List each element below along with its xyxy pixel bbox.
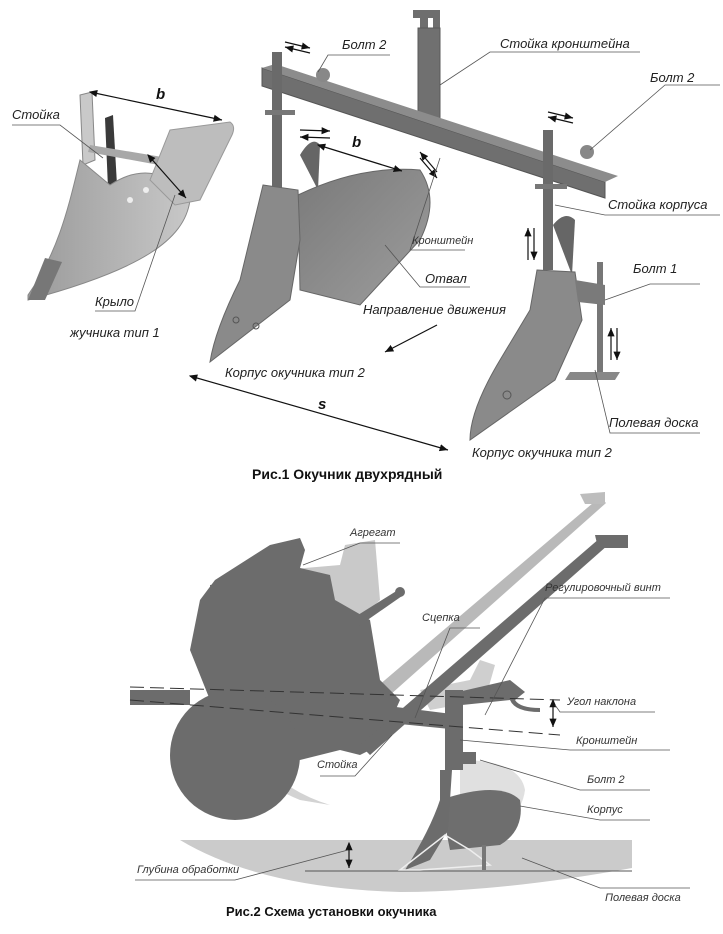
figure-2-caption: Рис.2 Схема установки окучника xyxy=(226,904,437,919)
label-korpus-2: Корпус xyxy=(587,804,623,816)
figure-1-caption: Рис.1 Окучник двухрядный xyxy=(252,466,443,482)
label-otval: Отвал xyxy=(425,271,467,286)
label-stoyka: Стойка xyxy=(12,107,60,122)
two-row-hiller-illustration xyxy=(209,10,620,441)
label-kronshtein: Кронштейн xyxy=(412,235,474,247)
label-scepka: Сцепка xyxy=(422,612,460,624)
dimension-b-inset-arrow xyxy=(88,89,223,122)
label-agregat: Агрегат xyxy=(350,527,396,539)
label-bolt1: Болт 1 xyxy=(633,261,678,276)
label-bolt2-left: Болт 2 xyxy=(342,37,387,52)
label-bolt2-right: Болт 2 xyxy=(650,70,695,85)
label-polevaya-doska-2: Полевая доска xyxy=(605,892,681,904)
label-stoyka-kronshteina: Стойка кронштейна xyxy=(500,36,630,51)
inset-caption: жучника тип 1 xyxy=(70,325,160,340)
label-kronshtein-2: Кронштейн xyxy=(576,735,638,747)
horizontal-axis-line xyxy=(129,686,561,701)
hiller-type1-illustration xyxy=(27,91,235,301)
label-stoyka-2: Стойка xyxy=(317,759,358,771)
label-direction: Направление движения xyxy=(363,302,506,317)
label-ugol-naklona: Угол наклона xyxy=(567,696,637,708)
label-glubina: Глубина обработки xyxy=(137,864,240,876)
leader-stoyka xyxy=(12,124,104,159)
label-dimension-b-frame: b xyxy=(352,134,362,151)
figure-1-leaders xyxy=(317,51,720,434)
leader-krylo xyxy=(95,194,176,312)
tilt-axis-line xyxy=(129,699,561,736)
figure-2-drawing xyxy=(130,492,632,892)
dimension-b-frame-arrow xyxy=(316,143,403,172)
figure-2-leaders xyxy=(135,542,690,889)
label-korpus-left: Корпус окучника тип 2 xyxy=(225,365,365,380)
label-korpus-right: Корпус окучника тип 2 xyxy=(472,445,612,460)
dimension-s-arrow xyxy=(188,374,449,452)
label-bolt2-2: Болт 2 xyxy=(587,774,625,786)
wing-adjust-arrow xyxy=(147,154,187,199)
label-stoyka-korpusa: Стойка корпуса xyxy=(608,197,708,212)
direction-arrow xyxy=(384,324,438,353)
label-krylo: Крыло xyxy=(95,294,135,309)
label-dimension-s: s xyxy=(318,396,327,413)
label-polevaya-doska-1: Полевая доска xyxy=(609,415,699,430)
label-dimension-b-inset: b xyxy=(156,86,166,103)
label-regulirovochny-vint: Регулировочный винт xyxy=(545,582,661,594)
